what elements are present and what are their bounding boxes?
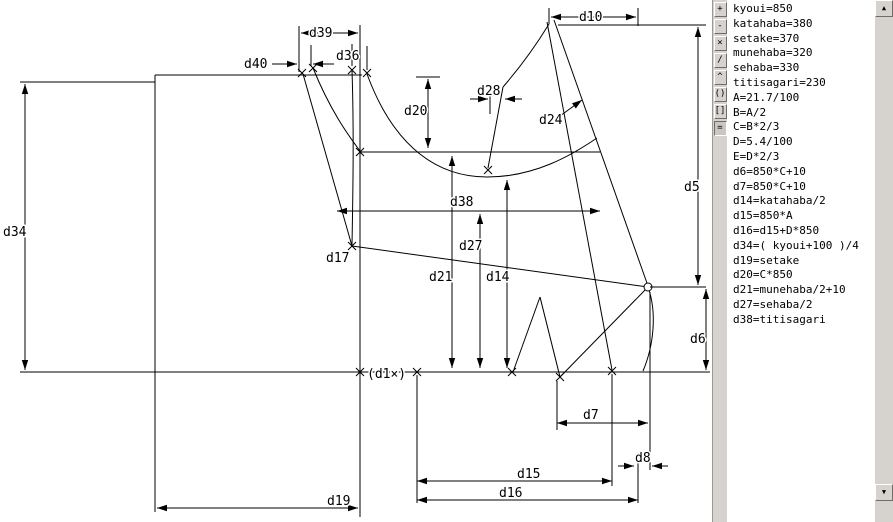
dim-label-d28: d28 (477, 84, 500, 99)
variable-row[interactable]: B=A/2 (733, 105, 767, 119)
op-equals-button[interactable]: = (713, 121, 727, 136)
op-divide-button[interactable]: / (713, 53, 727, 68)
variable-row[interactable]: E=D*2/3 (733, 149, 780, 163)
variable-row[interactable]: katahaba=380 (733, 16, 813, 30)
variable-row[interactable]: d14=katahaba/2 (733, 194, 826, 208)
dim-label-d36: d36 (336, 49, 359, 64)
variable-row[interactable]: d6=850*C+10 (733, 164, 806, 178)
variable-row[interactable]: setake=370 (733, 31, 800, 45)
variable-row[interactable]: sehaba=330 (733, 61, 800, 75)
op-minus-button[interactable]: - (713, 19, 727, 34)
dim-label-d6: d6 (690, 332, 706, 347)
variable-row[interactable]: d34=( kyoui+100 )/4 (733, 238, 859, 252)
dim-label-d38: d38 (450, 195, 473, 210)
scroll-down-button[interactable]: ▼ (875, 484, 893, 501)
dim-label-d15: d15 (517, 467, 540, 482)
variable-list-panel: kyoui=850 katahaba=380 setake=370 muneha… (727, 0, 875, 522)
dim-label-d7: d7 (583, 408, 599, 423)
scroll-down-icon: ▼ (881, 488, 887, 496)
dim-label-d17: d17 (326, 251, 349, 266)
variable-row[interactable]: d27=sehaba/2 (733, 297, 813, 311)
pattern-canvas[interactable]: d34 d39 d40 d36 d20 d28 d24 d10 d5 d38 d… (0, 0, 712, 522)
dimension-lines (21, 8, 710, 512)
dim-label-d8: d8 (635, 451, 651, 466)
variable-row[interactable]: d7=850*C+10 (733, 179, 806, 193)
dim-label-d34: d34 (3, 225, 27, 240)
op-bracket-button[interactable]: [] (713, 104, 727, 119)
dim-label-waist-point: (d1×) (367, 367, 406, 382)
variable-row[interactable]: C=B*2/3 (733, 120, 780, 134)
dim-label-d14: d14 (486, 270, 510, 285)
variable-row[interactable]: d16=d15+D*850 (733, 223, 820, 237)
variable-row[interactable]: d38=titisagari (733, 312, 826, 326)
scroll-up-button[interactable]: ▲ (875, 0, 893, 17)
pattern-lines (20, 19, 710, 517)
op-multiply-button[interactable]: × (713, 36, 727, 51)
variable-row[interactable]: D=5.4/100 (733, 135, 793, 149)
variable-row[interactable]: titisagari=230 (733, 75, 826, 89)
vertical-scrollbar[interactable]: ▲ ▼ (875, 0, 893, 522)
dim-label-d24: d24 (539, 113, 563, 128)
dim-label-d10: d10 (579, 10, 602, 25)
variable-row[interactable]: kyoui=850 (733, 2, 793, 15)
dim-label-d20: d20 (404, 104, 427, 119)
op-paren-button[interactable]: () (713, 87, 727, 102)
dimension-labels: d34 d39 d40 d36 d20 d28 d24 d10 d5 d38 d… (2, 9, 708, 511)
dim-label-d19: d19 (327, 494, 350, 509)
dim-label-d21: d21 (429, 270, 452, 285)
scroll-up-icon: ▲ (881, 4, 887, 12)
dim-label-d5: d5 (684, 180, 700, 195)
dim-label-d40: d40 (244, 57, 267, 72)
variable-row[interactable]: A=21.7/100 (733, 90, 800, 104)
variable-row[interactable]: munehaba=320 (733, 46, 813, 60)
dim-label-d27: d27 (459, 239, 482, 254)
variable-row[interactable]: d20=C*850 (733, 268, 793, 282)
dim-label-d39: d39 (309, 26, 332, 41)
point-markers (297, 63, 617, 382)
dim-label-d16: d16 (499, 486, 522, 501)
operator-toolbar: + - × / ^ () [] = (712, 0, 727, 522)
op-power-button[interactable]: ^ (713, 70, 727, 85)
op-plus-button[interactable]: + (713, 2, 727, 17)
variable-row[interactable]: d21=munehaba/2+10 (733, 283, 846, 297)
variable-row[interactable]: d19=setake (733, 253, 800, 267)
pattern-drawing-svg[interactable]: d34 d39 d40 d36 d20 d28 d24 d10 d5 d38 d… (0, 0, 712, 522)
variable-row[interactable]: d15=850*A (733, 209, 793, 223)
